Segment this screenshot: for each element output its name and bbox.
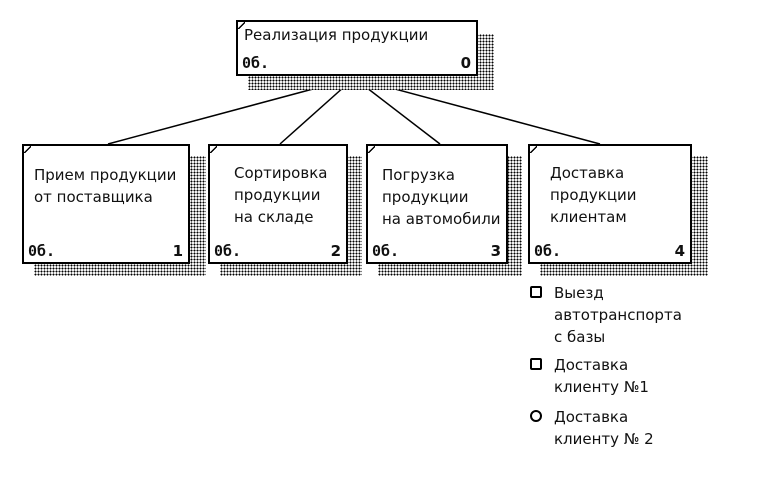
sub-item-1-text: Выезд автотранспорта с базы: [554, 284, 682, 346]
root-box-number: 0: [460, 54, 471, 72]
sub-item-2-text: Доставка клиенту №1: [554, 356, 649, 396]
child-box-3-label: 0б.: [372, 242, 400, 260]
child-box-3-title: Погрузка продукции на автомобили: [382, 166, 501, 228]
child-box-1-label: 0б.: [28, 242, 56, 260]
arrow-circle-icon: [530, 286, 542, 298]
sub-items-list: Выезд автотранспорта с базы Доставка кли…: [528, 282, 710, 453]
child-box-3[interactable]: Погрузка продукции на автомобили 0б. 3: [366, 144, 508, 264]
child-box-3-number: 3: [490, 242, 501, 260]
circle-icon: [530, 410, 542, 422]
child-box-4[interactable]: Доставка продукции клиентам 0б. 4: [528, 144, 692, 264]
child-box-2-title: Сортировка продукции на складе: [234, 164, 328, 226]
child-box-2[interactable]: Сортировка продукции на складе 0б. 2: [208, 144, 348, 264]
child-box-1-title: Прием продукции от поставщика: [34, 166, 177, 206]
child-box-4-title: Доставка продукции клиентам: [550, 164, 637, 226]
child-box-2-number: 2: [330, 242, 341, 260]
child-box-4-number: 4: [674, 242, 685, 260]
child-box-2-label: 0б.: [214, 242, 242, 260]
root-box-title: Реализация продукции: [244, 26, 429, 44]
root-box[interactable]: Реализация продукции 0б. 0: [236, 20, 478, 76]
sub-item-3-text: Доставка клиенту № 2: [554, 408, 654, 448]
child-box-1-number: 1: [172, 242, 183, 260]
root-box-label: 0б.: [242, 54, 270, 72]
child-box-1[interactable]: Прием продукции от поставщика 0б. 1: [22, 144, 190, 264]
arrow-circle-icon: [530, 358, 542, 370]
child-box-4-label: 0б.: [534, 242, 562, 260]
